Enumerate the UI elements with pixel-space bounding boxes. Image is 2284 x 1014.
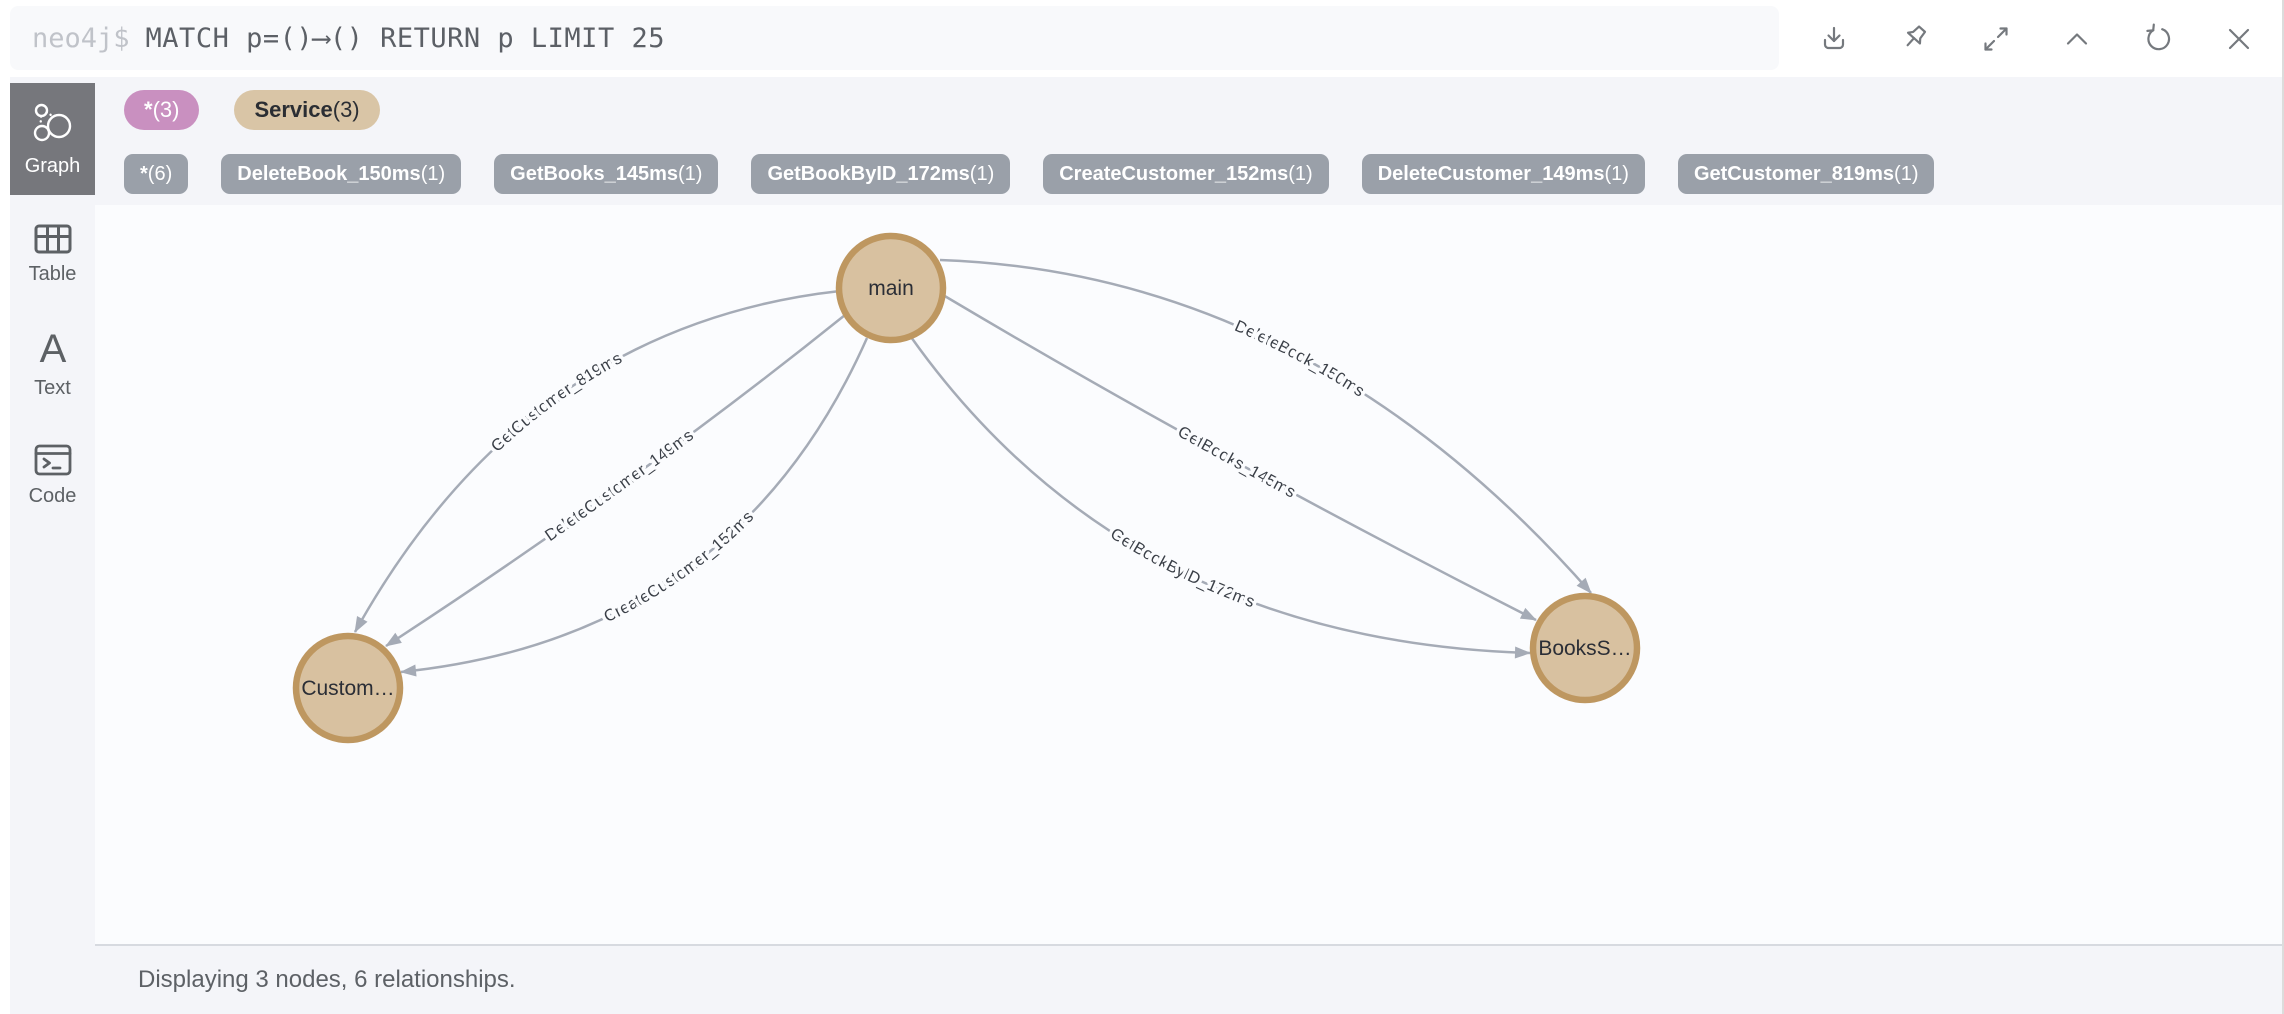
graph-node-customer[interactable]: Custom… — [292, 632, 404, 744]
pill-count: (3) — [332, 97, 360, 122]
neo4j-graph-icon — [33, 103, 71, 142]
pin-button[interactable] — [1898, 22, 1932, 56]
pill-count: (1) — [1288, 162, 1313, 185]
pill-name: * — [140, 162, 148, 185]
tab-table[interactable]: Table — [10, 223, 95, 286]
query-prompt: neo4j$ — [32, 22, 130, 54]
tab-code[interactable]: Code — [10, 443, 95, 508]
pin-icon — [1906, 24, 1927, 46]
close-icon — [2228, 28, 2250, 49]
pill-name: GetCustomer_819ms — [1693, 162, 1895, 185]
expand-icon — [1984, 26, 2008, 51]
graph-canvas[interactable]: GetCustomer_819ms DeleteCustomer_149ms C… — [95, 205, 2282, 944]
text-a-icon: A — [39, 329, 66, 369]
table-icon — [34, 224, 71, 254]
collapse-button[interactable] — [2060, 22, 2094, 56]
query-editor[interactable]: neo4j$ MATCH p=()⟶() RETURN p LIMIT 25 — [10, 6, 1779, 70]
pill-name: DeleteCustomer_149ms — [1377, 162, 1605, 185]
graph-visualization: GetCustomer_819ms DeleteCustomer_149ms C… — [292, 232, 1641, 744]
edge-label: DeleteCustomer_149ms — [542, 426, 697, 545]
pill-name: Service — [254, 97, 333, 122]
relationship-edge-getbookbyid[interactable] — [909, 336, 1531, 659]
rel-type-pill-deletecustomer[interactable]: DeleteCustomer_149ms (1) — [1361, 154, 1645, 194]
tab-graph-label: Graph — [24, 155, 81, 177]
edge-label: GetBookByID_172ms — [1107, 525, 1257, 612]
pill-count: (6) — [147, 162, 173, 185]
refresh-icon — [2146, 23, 2171, 50]
rel-type-pill-getbooks[interactable]: GetBooks_145ms (1) — [494, 154, 719, 194]
relationship-edge-deletecustomer[interactable] — [385, 314, 846, 648]
pill-count: (1) — [969, 162, 995, 185]
rel-type-pill-all[interactable]: * (6) — [124, 154, 189, 194]
graph-node-booksservice[interactable]: BooksS… — [1529, 592, 1641, 704]
rel-type-pill-getbookbyid[interactable]: GetBookByID_172ms (1) — [751, 154, 1011, 194]
download-icon — [1823, 26, 1845, 49]
node-label-pill-all[interactable]: * (3) — [124, 90, 200, 130]
view-mode-sidebar: Graph Table A Text — [10, 77, 95, 1014]
relationship-type-filters: * (6) DeleteBook_150ms (1) GetBooks_145m… — [124, 154, 1935, 194]
status-bar: Displaying 3 nodes, 6 relationships. — [95, 944, 2282, 1014]
pill-name: * — [144, 97, 153, 122]
edge-label: GetCustomer_819ms — [488, 349, 625, 455]
tab-text-label: Text — [34, 377, 71, 399]
edge-label: CreateCustomer_152ms — [601, 508, 757, 626]
rel-type-pill-getcustomer[interactable]: GetCustomer_819ms (1) — [1677, 154, 1935, 194]
query-text: MATCH p=()⟶() RETURN p LIMIT 25 — [145, 22, 665, 54]
pill-name: GetBookByID_172ms — [767, 162, 970, 185]
pill-count: (1) — [420, 162, 446, 185]
tab-text[interactable]: A Text — [10, 329, 95, 400]
download-button[interactable] — [1817, 22, 1851, 56]
graph-node-main[interactable]: main — [835, 232, 947, 344]
pill-count: (3) — [152, 97, 180, 122]
rel-type-pill-deletebook[interactable]: DeleteBook_150ms (1) — [221, 154, 462, 194]
pill-name: DeleteBook_150ms — [237, 162, 421, 185]
edge-label: GetBooks_145ms — [1175, 423, 1299, 502]
rerun-button[interactable] — [2141, 22, 2175, 56]
code-terminal-icon — [34, 444, 71, 476]
pill-count: (1) — [1894, 162, 1919, 185]
pill-name: CreateCustomer_152ms — [1059, 162, 1289, 185]
chevron-up-icon — [2066, 32, 2088, 45]
pill-count: (1) — [678, 162, 703, 185]
edge-label: DeleteBook_150ms — [1232, 317, 1368, 400]
result-frame-header: neo4j$ MATCH p=()⟶() RETURN p LIMIT 25 — [0, 0, 2282, 77]
tab-graph[interactable]: Graph — [10, 83, 95, 195]
relationship-edge-getbooks[interactable] — [942, 293, 1537, 622]
close-button[interactable] — [2222, 22, 2256, 56]
frame-toolbar — [1817, 0, 2256, 77]
node-label-filters: * (3) Service (3) — [124, 90, 380, 130]
relationship-edge-deletebook[interactable] — [939, 258, 1592, 594]
result-frame-body: Graph Table A Text — [10, 77, 2282, 1014]
tab-table-label: Table — [28, 263, 77, 285]
relationship-edge-createcustomer[interactable] — [400, 337, 869, 677]
rel-type-pill-createcustomer[interactable]: CreateCustomer_152ms (1) — [1043, 154, 1329, 194]
pill-count: (1) — [1604, 162, 1629, 185]
svg-text:A: A — [39, 329, 66, 369]
fullscreen-button[interactable] — [1979, 22, 2013, 56]
relationship-edge-getcustomer[interactable] — [353, 289, 841, 633]
pill-name: GetBooks_145ms — [510, 162, 679, 185]
tab-code-label: Code — [28, 485, 77, 507]
status-text: Displaying 3 nodes, 6 relationships. — [138, 966, 516, 993]
node-label-pill-service[interactable]: Service (3) — [234, 90, 380, 130]
